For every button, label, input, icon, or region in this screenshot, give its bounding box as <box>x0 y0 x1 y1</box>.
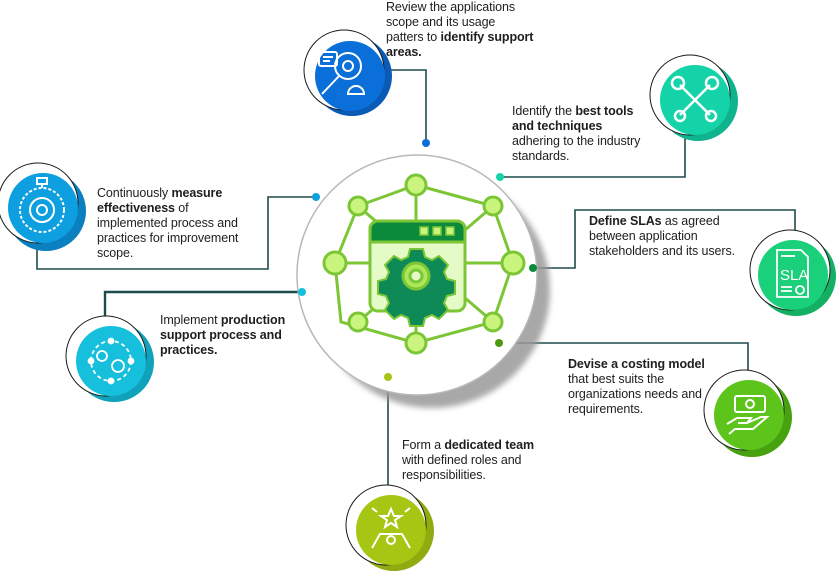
step-icon-tools <box>649 54 738 141</box>
text-segment: Identify the <box>512 104 576 118</box>
step-text-team: Form a dedicated team with defined roles… <box>402 438 552 483</box>
sla-document-icon: SLA <box>776 249 809 298</box>
connectors <box>36 69 796 487</box>
step-text-measure: Continuously measure effectiveness of im… <box>97 186 240 261</box>
team-star-icon <box>371 506 411 549</box>
step-text-costing: Devise a costing model that best suits t… <box>568 357 718 417</box>
text-segment-bold: identify support areas. <box>386 30 534 59</box>
hub <box>296 154 550 408</box>
step-text-sla: Define SLAs as agreed between applicatio… <box>589 214 759 259</box>
search-gear-icon <box>318 51 366 95</box>
text-segment: Form a <box>402 438 445 452</box>
text-segment: with defined roles and responsibilities. <box>402 453 522 482</box>
text-segment: Review the applications scope and its us… <box>386 0 516 44</box>
process-cycle-icon <box>87 337 135 385</box>
step-text-tools: Identify the best tools and techniques a… <box>512 104 652 164</box>
connector-tools <box>500 135 686 178</box>
text-segment-bold: best tools and techniques <box>512 104 634 133</box>
money-hand-icon <box>726 395 770 435</box>
network-window-gear-icon <box>322 173 526 355</box>
step-text-review: Review the applications scope and its us… <box>386 0 536 60</box>
text-segment: as agreed between application stakeholde… <box>589 214 735 258</box>
wrench-screwdriver-icon <box>670 75 720 123</box>
step-icon-sla: SLA <box>749 229 836 316</box>
connector-costing <box>499 342 749 372</box>
step-icon-team <box>345 484 434 571</box>
svg-text:SLA: SLA <box>780 267 808 284</box>
text-segment: Continuously <box>97 186 172 200</box>
text-segment: of implemented process and practices for… <box>97 201 239 260</box>
text-segment: that best suits the organizations needs … <box>568 372 702 416</box>
step-icon-costing <box>703 369 792 457</box>
text-segment-bold: measure effectiveness <box>97 186 223 215</box>
connector-review <box>382 69 427 143</box>
connector-dots <box>298 139 537 381</box>
stopwatch-gear-icon <box>19 177 65 233</box>
text-segment-bold: production support process and practices… <box>160 313 286 357</box>
connector-measure <box>36 196 316 270</box>
step-text-implement: Implement production support process and… <box>160 313 305 358</box>
text-segment: Implement <box>160 313 221 327</box>
connector-sla <box>533 209 796 269</box>
text-segment: adhering to the industry standards. <box>512 134 641 163</box>
text-segment-bold: Define SLAs <box>589 214 662 228</box>
step-icon-review <box>303 29 392 116</box>
step-icon-measure <box>0 162 86 251</box>
connector-implement <box>103 290 302 322</box>
text-segment-bold: Devise a costing model <box>568 357 705 371</box>
text-segment-bold: dedicated team <box>444 438 534 452</box>
step-icon-implement <box>65 315 154 402</box>
